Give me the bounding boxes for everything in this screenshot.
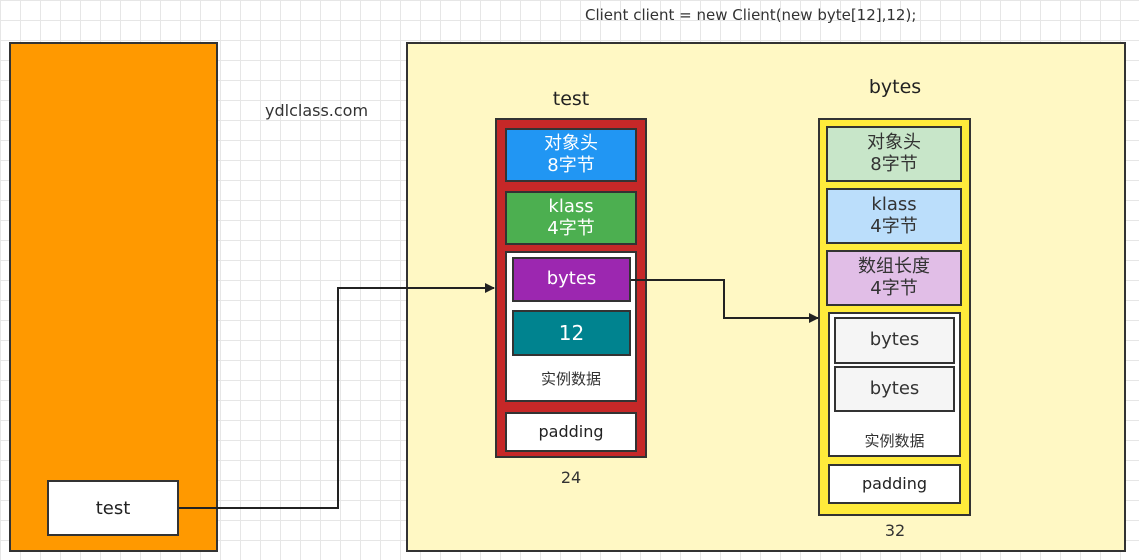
- bytes-header-label: 对象头: [867, 131, 921, 153]
- test-field-bytes: bytes: [512, 257, 631, 302]
- bytes-object-title: bytes: [868, 76, 922, 98]
- bytes-field-to-array-arrow: [631, 279, 819, 323]
- test-padding: padding: [505, 412, 637, 452]
- bytes-header-size: 8字节: [870, 154, 918, 175]
- bytes-klass-label: klass: [871, 193, 917, 215]
- test-object-title: test: [552, 88, 590, 110]
- bytes-instance-label: 实例数据: [864, 431, 925, 450]
- test-klass-cell: klass 4字节: [505, 191, 637, 245]
- watermark-text: ydlclass.com: [265, 101, 369, 120]
- test-klass-label: klass: [548, 195, 594, 217]
- stack-variable-test: test: [47, 480, 179, 536]
- stack-to-test-arrow: [179, 283, 495, 509]
- stack-region: [9, 42, 218, 552]
- bytes-length-size: 4字节: [870, 278, 918, 299]
- test-object-size: 24: [560, 467, 582, 487]
- code-snippet: Client client = new Client(new byte[12],…: [585, 6, 917, 24]
- bytes-length-label: 数组长度: [858, 255, 930, 277]
- test-header-cell: 对象头 8字节: [505, 128, 637, 182]
- test-field-value: 12: [512, 310, 631, 356]
- bytes-element-2: bytes: [834, 366, 955, 412]
- bytes-klass-size: 4字节: [870, 216, 918, 237]
- test-klass-size: 4字节: [547, 218, 595, 239]
- bytes-padding: padding: [828, 464, 961, 504]
- test-instance-label: 实例数据: [540, 369, 601, 388]
- bytes-object-size: 32: [884, 520, 906, 540]
- test-header-size: 8字节: [547, 155, 595, 176]
- bytes-klass-cell: klass 4字节: [826, 188, 962, 244]
- test-header-label: 对象头: [544, 132, 598, 154]
- bytes-header-cell: 对象头 8字节: [826, 126, 962, 182]
- bytes-length-cell: 数组长度 4字节: [826, 250, 962, 306]
- bytes-element-1: bytes: [834, 317, 955, 364]
